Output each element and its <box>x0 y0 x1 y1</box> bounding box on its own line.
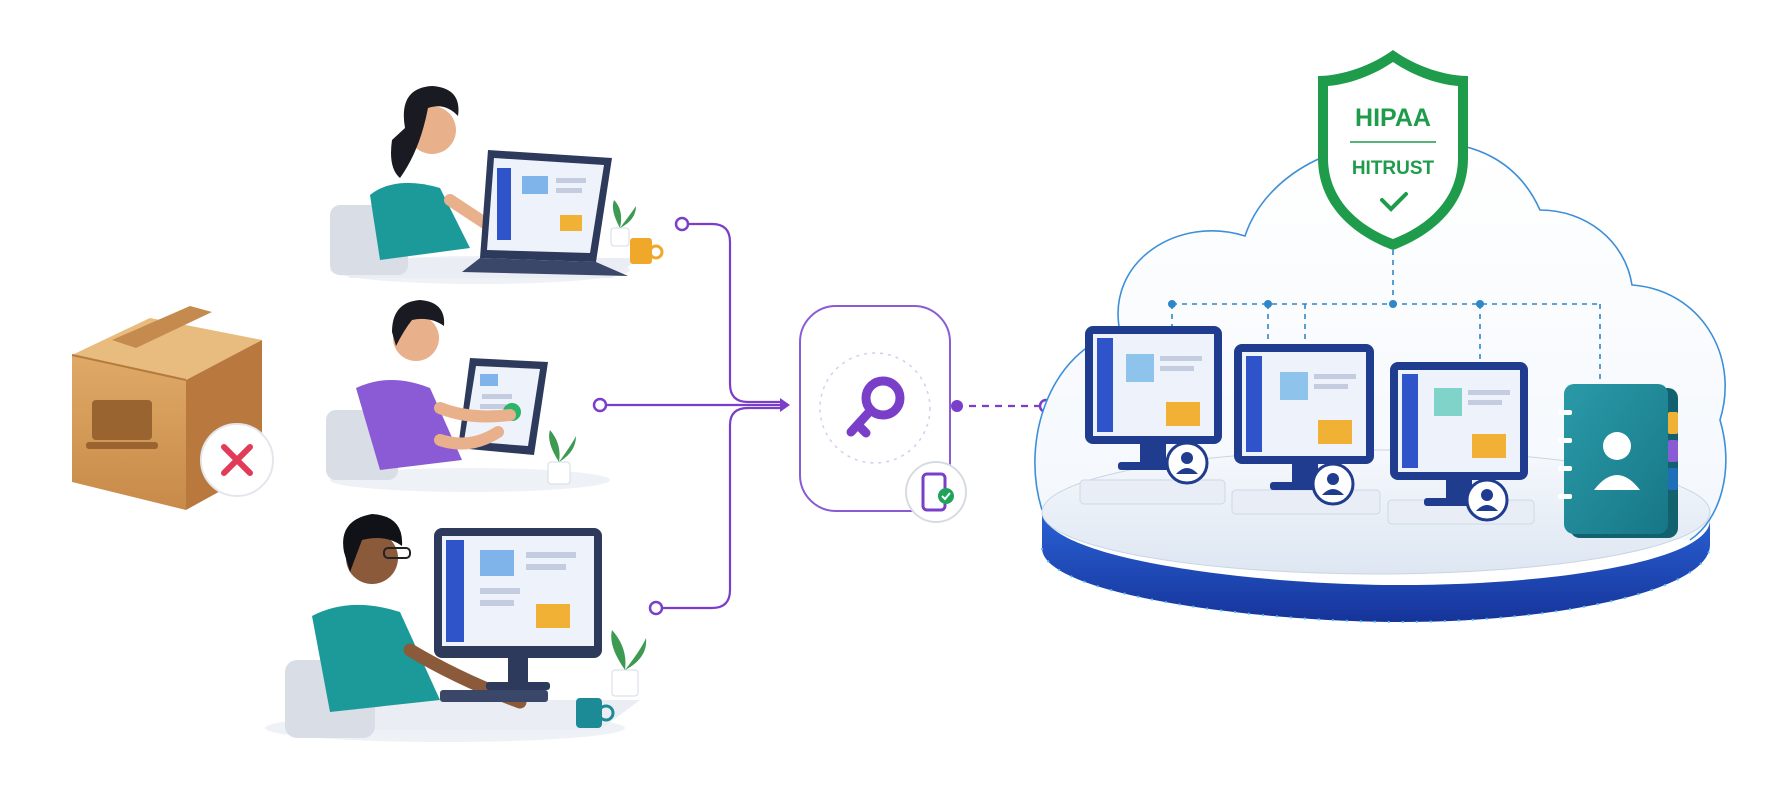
mug <box>576 698 615 728</box>
record-monitor-3 <box>1387 362 1535 525</box>
network-nodes <box>1168 300 1484 308</box>
connector-desktop <box>660 406 780 610</box>
user-avatar-icon <box>1311 462 1355 506</box>
shield-line-2: HITRUST <box>1352 158 1435 179</box>
x-mark-icon <box>200 423 274 497</box>
check-icon <box>1380 192 1408 212</box>
key-icon <box>846 376 905 438</box>
contact-book-icon <box>1558 384 1678 538</box>
connector-endpoints <box>592 216 1054 616</box>
connector-lines <box>602 222 1045 610</box>
desktop-monitor <box>434 528 602 690</box>
phone-check-icon <box>905 461 967 523</box>
record-monitor-1 <box>1079 326 1226 505</box>
plant <box>610 200 636 247</box>
shield-line-1: HIPAA <box>1355 104 1431 132</box>
user-tablet-workstation <box>326 300 610 492</box>
record-monitor-2 <box>1231 344 1381 515</box>
laptop <box>462 150 628 276</box>
plant <box>611 630 647 697</box>
user-desktop-workstation <box>265 514 647 742</box>
tablet <box>458 358 548 455</box>
mug <box>630 238 664 264</box>
user-avatar-icon <box>1465 478 1509 522</box>
plant <box>547 430 576 485</box>
user-laptop-workstation <box>330 86 664 284</box>
keyboard <box>440 690 548 702</box>
rejected-package <box>71 306 274 510</box>
cloud-environment: HIPAA HITRUST <box>1034 50 1727 624</box>
connector-laptop <box>686 222 780 404</box>
compliance-shield: HIPAA HITRUST <box>1318 50 1468 250</box>
secure-gateway <box>799 305 967 523</box>
user-avatar-icon <box>1165 441 1209 485</box>
